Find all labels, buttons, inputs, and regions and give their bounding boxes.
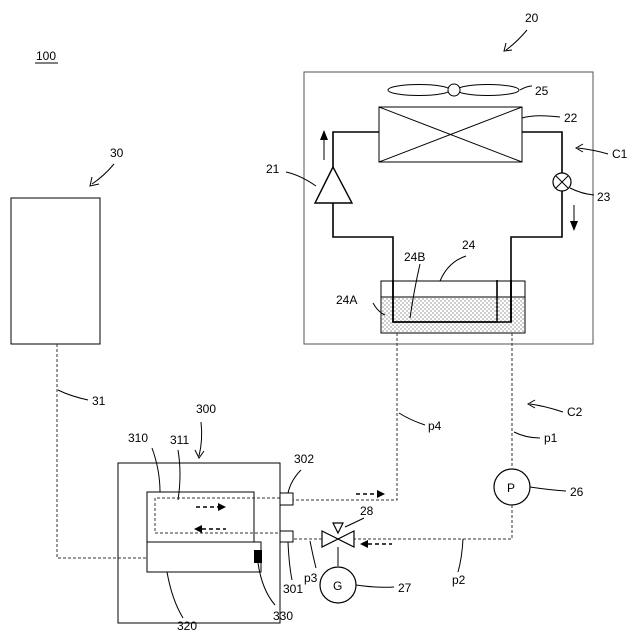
unit-300-label: 300 <box>196 402 216 416</box>
refrigerant-pipe-left <box>333 132 379 167</box>
sensor-330-label: 330 <box>273 609 293 623</box>
flow-down-arrow-icon <box>570 205 578 231</box>
module-320-leader <box>167 572 183 618</box>
tank-label: 24 <box>462 238 476 252</box>
heat-exchanger-label: 22 <box>564 111 578 125</box>
generator-symbol: G <box>333 579 342 593</box>
generator-label: 27 <box>398 581 412 595</box>
pipe-p2-leader <box>458 539 463 572</box>
compressor-label: 21 <box>266 162 280 176</box>
fan-icon <box>388 84 519 96</box>
module-310-label: 310 <box>128 431 148 445</box>
expansion-valve-label: 23 <box>597 190 611 204</box>
indoor-unit-leader-arrowhead <box>90 177 99 186</box>
module-310-box <box>147 492 254 542</box>
indoor-signal-label: 31 <box>92 394 106 408</box>
refrigerant-pipe-right <box>522 132 562 173</box>
heat-exchanger-leader <box>522 116 560 118</box>
tank-liquid-fill <box>381 297 525 333</box>
compressor-icon <box>315 167 352 203</box>
circuit-1-label: C1 <box>612 147 628 161</box>
valve-label: 28 <box>360 504 374 518</box>
pump-label: 26 <box>570 485 584 499</box>
outdoor-unit-leader-arrow <box>506 30 527 50</box>
expansion-valve-leader <box>570 188 594 195</box>
valve-leader <box>345 518 364 527</box>
outdoor-unit-leader-arrowhead <box>504 43 512 51</box>
indoor-unit-leader-arrow <box>92 164 114 184</box>
pipe-p1-label: p1 <box>544 431 558 445</box>
p2-flow-arrow-icon <box>360 540 392 548</box>
module-flow-left-arrow-icon <box>194 525 226 533</box>
compressor-leader <box>286 172 316 186</box>
circuit-2-label: C2 <box>567 405 583 419</box>
port-302-leader <box>288 470 301 493</box>
fan-leader <box>520 86 532 90</box>
port-301-icon <box>280 531 293 542</box>
heat-exchanger-icon <box>379 107 522 162</box>
pipe-p4-label: p4 <box>428 419 442 433</box>
unit-300-leader-arrow <box>199 422 202 456</box>
pipe-p2-label: p2 <box>452 573 466 587</box>
expansion-valve-icon <box>553 173 571 191</box>
pump-symbol: P <box>507 481 515 495</box>
fan-label: 25 <box>535 84 549 98</box>
tank-region-a-label: 24A <box>336 293 357 307</box>
port-301-label: 301 <box>283 582 303 596</box>
unit-300-box <box>118 463 280 623</box>
port-301-leader <box>288 542 292 580</box>
valve-icon <box>322 523 354 566</box>
outdoor-unit-label: 20 <box>525 11 539 25</box>
tank-leader <box>440 256 466 281</box>
module-320-label: 320 <box>177 619 197 633</box>
indoor-unit-label: 30 <box>110 146 124 160</box>
indoor-unit-box <box>11 198 100 344</box>
module-310-leader <box>152 448 160 492</box>
port-302-icon <box>280 493 293 505</box>
p4-flow-arrow-icon <box>356 490 385 498</box>
pipe-p1-leader <box>514 432 540 438</box>
pump-leader <box>530 487 566 491</box>
port-302-label: 302 <box>294 452 314 466</box>
module-flow-right-arrow-icon <box>196 503 226 511</box>
module-320-box <box>147 542 261 572</box>
indoor-signal-leader <box>58 390 88 400</box>
flow-up-arrow-icon <box>320 130 328 160</box>
system-label: 100 <box>36 49 56 63</box>
pipe-p3-leader <box>310 541 316 568</box>
channel-311-label: 311 <box>170 433 189 447</box>
tank-coil-b-label: 24B <box>404 250 425 264</box>
pipe-p3-label: p3 <box>304 571 318 585</box>
generator-leader <box>356 585 394 587</box>
pipe-p4 <box>293 333 397 500</box>
pipe-p4-leader <box>399 413 425 425</box>
sensor-330-icon <box>254 550 262 563</box>
indoor-signal-line <box>57 344 148 558</box>
channel-311-loop <box>155 498 280 533</box>
